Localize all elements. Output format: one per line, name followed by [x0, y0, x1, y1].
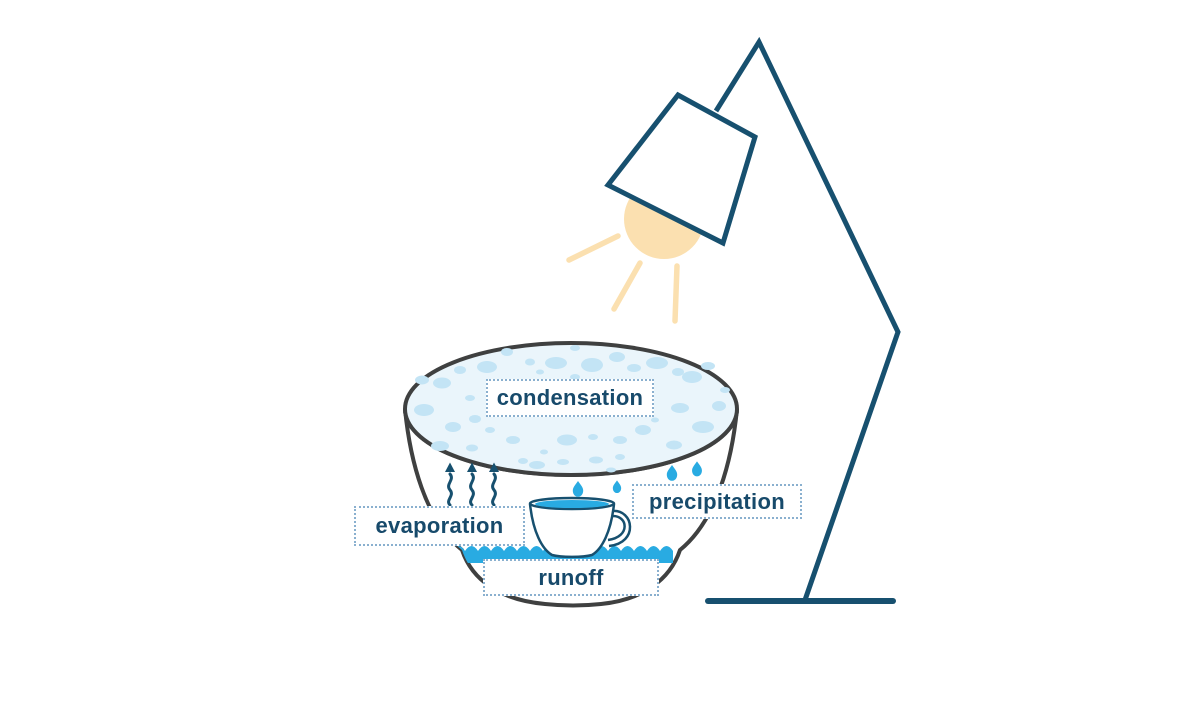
- desk-lamp: [566, 36, 901, 604]
- water-droplet-icon: [612, 480, 622, 494]
- condensation-spot-icon: [609, 352, 625, 362]
- condensation-spot-icon: [606, 467, 616, 473]
- water-droplet-icon: [666, 465, 678, 481]
- condensation-spot-icon: [465, 395, 475, 401]
- condensation-spot-icon: [557, 434, 577, 446]
- steam-arrowhead-icon: [489, 462, 499, 472]
- condensation-spot-icon: [712, 401, 726, 411]
- condensation-spot-icon: [485, 427, 495, 433]
- cup-body: [528, 503, 616, 559]
- condensation-spot-icon: [570, 345, 580, 351]
- condensation-spot-icon: [540, 449, 548, 455]
- condensation-spot-icon: [557, 459, 569, 465]
- condensation-spot-icon: [414, 404, 434, 416]
- light-ray-icon: [672, 263, 680, 324]
- condensation-spot-icon: [433, 377, 451, 389]
- condensation-spot-icon: [672, 368, 684, 376]
- condensation-spot-icon: [589, 456, 603, 464]
- condensation-spot-icon: [615, 454, 625, 460]
- condensation-spot-icon: [666, 440, 682, 450]
- condensation-spots: [414, 345, 730, 473]
- condensation-spot-icon: [469, 415, 481, 423]
- lamp-arm: [713, 36, 901, 601]
- condensation-spot-icon: [506, 436, 520, 444]
- condensation-spot-icon: [525, 358, 535, 366]
- lamp-shade-icon: [604, 91, 758, 247]
- condensation-spot-icon: [545, 357, 567, 369]
- condensation-spot-icon: [627, 364, 641, 372]
- condensation-spot-icon: [518, 458, 528, 464]
- light-ray-icon: [566, 233, 621, 263]
- condensation-spot-icon: [477, 361, 497, 373]
- water-droplet-icon: [572, 481, 584, 497]
- condensation-spot-icon: [415, 375, 429, 385]
- steam-arrow-icon: [469, 472, 475, 507]
- condensation-spot-icon: [646, 357, 668, 369]
- condensation-spot-icon: [431, 441, 449, 451]
- condensation-spot-icon: [720, 387, 730, 393]
- teacup: [528, 496, 632, 559]
- precipitation-label: precipitation: [632, 484, 802, 519]
- steam-arrowhead-icon: [467, 462, 477, 472]
- runoff-label: runoff: [483, 559, 659, 596]
- condensation-spot-icon: [682, 371, 702, 383]
- cup-water: [535, 500, 609, 508]
- condensation-spot-icon: [613, 436, 627, 444]
- condensation-spot-icon: [536, 369, 544, 375]
- condensation-spot-icon: [529, 461, 545, 469]
- condensation-spot-icon: [692, 421, 714, 433]
- cup-handle: [607, 509, 632, 548]
- condensation-spot-icon: [651, 417, 659, 423]
- evaporation-label: evaporation: [354, 506, 525, 546]
- precipitation-droplets: [572, 461, 702, 497]
- condensation-spot-icon: [445, 422, 461, 432]
- condensation-spot-icon: [635, 425, 651, 435]
- light-ray-icon: [611, 260, 643, 312]
- condensation-label: condensation: [486, 379, 654, 417]
- condensation-spot-icon: [581, 358, 603, 372]
- water-droplet-icon: [692, 461, 702, 477]
- condensation-spot-icon: [466, 444, 478, 452]
- steam-arrowhead-icon: [445, 462, 455, 472]
- condensation-spot-icon: [701, 362, 715, 370]
- condensation-spot-icon: [588, 434, 598, 440]
- condensation-spot-icon: [671, 403, 689, 413]
- condensation-spot-icon: [501, 348, 513, 356]
- steam-arrow-icon: [447, 472, 453, 507]
- steam-arrow-icon: [491, 472, 497, 507]
- evaporation-arrows: [445, 462, 499, 507]
- condensation-spot-icon: [570, 374, 580, 380]
- condensation-spot-icon: [454, 366, 466, 374]
